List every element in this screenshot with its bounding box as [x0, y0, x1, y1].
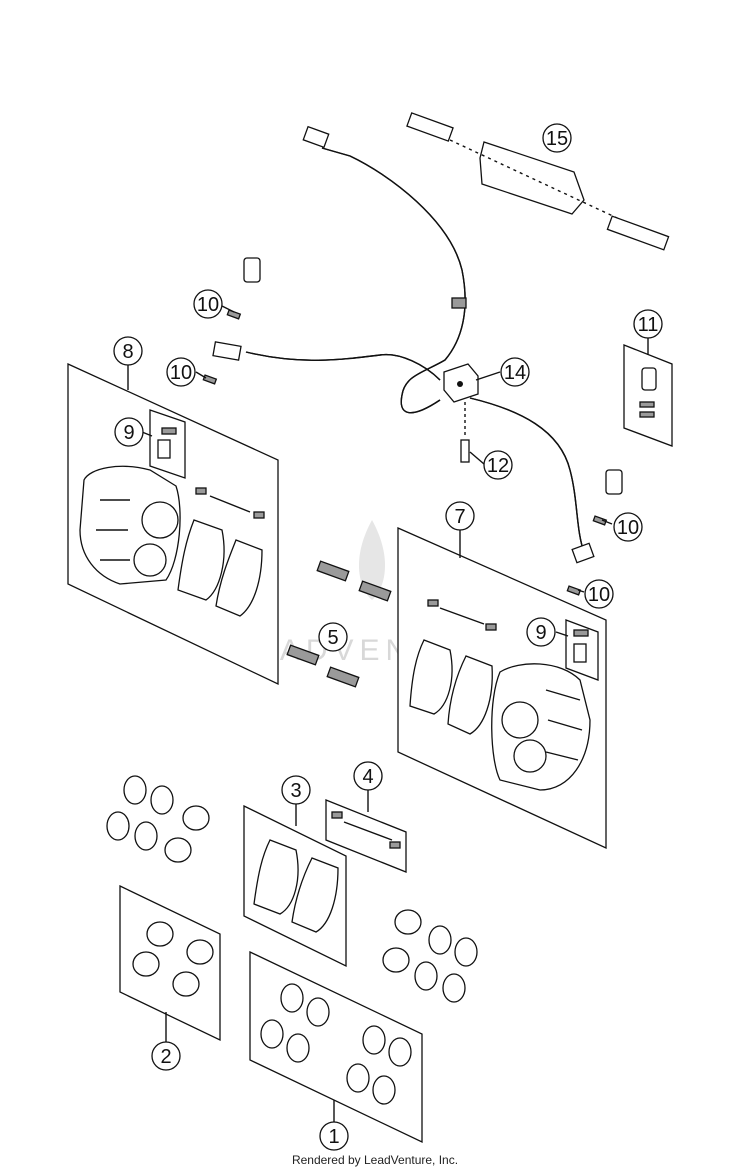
frame-piston-kit-2	[119, 884, 221, 1042]
callout-3-label: 3	[290, 780, 301, 802]
callout-10-b: 10	[166, 357, 196, 387]
callout-2-label: 2	[160, 1046, 171, 1068]
bolt-12	[460, 439, 470, 463]
callout-4: 4	[353, 761, 383, 791]
seal-kit	[260, 983, 412, 1105]
leader-lines	[127, 305, 649, 1122]
callout-7: 7	[445, 501, 475, 531]
callout-9-a: 9	[114, 417, 144, 447]
brake-pad-left-a	[177, 519, 225, 601]
caliper-right	[409, 599, 591, 791]
callout-4-label: 4	[362, 766, 373, 788]
callout-10-d-label: 10	[588, 584, 610, 606]
callout-9-b: 9	[526, 617, 556, 647]
caliper-left	[79, 427, 265, 617]
callout-5-label: 5	[327, 627, 338, 649]
footer-credit: Rendered by LeadVenture, Inc.	[291, 1153, 459, 1167]
mounting-bolts	[286, 560, 392, 688]
callout-5: 5	[318, 622, 348, 652]
pin-kit	[331, 811, 401, 849]
callout-8: 8	[113, 336, 143, 366]
brake-pad-right-a	[409, 639, 453, 715]
hose-fitting-right	[571, 542, 595, 564]
seal-rings-loose	[106, 775, 478, 1003]
piston-kit	[132, 921, 214, 997]
callout-11: 11	[633, 309, 663, 339]
callout-3: 3	[281, 775, 311, 805]
callout-10-d: 10	[584, 579, 614, 609]
callout-11-label: 11	[638, 314, 659, 336]
callout-9-b-label: 9	[535, 622, 546, 644]
callout-10-a-label: 10	[197, 294, 219, 316]
brake-pad-left-b	[215, 539, 263, 617]
callout-12-label: 12	[487, 455, 509, 477]
brake-hose-assembly	[212, 125, 595, 564]
callout-12: 12	[483, 450, 513, 480]
callout-10-c: 10	[613, 512, 643, 542]
callout-8-label: 8	[122, 341, 133, 363]
pad-kit	[253, 839, 339, 933]
callout-15-label: 15	[546, 128, 568, 150]
callout-7-label: 7	[454, 506, 465, 528]
callout-10-a: 10	[193, 289, 223, 319]
callout-9-a-label: 9	[123, 422, 134, 444]
callout-2: 2	[151, 1041, 181, 1071]
bleed-screws	[202, 257, 657, 596]
hose-fitting-left	[212, 341, 242, 361]
callout-10-c-label: 10	[617, 517, 639, 539]
callout-14-label: 14	[504, 362, 526, 384]
frame-pin-kit-4	[325, 799, 407, 873]
callout-14: 14	[500, 357, 530, 387]
hose-fitting-upper	[302, 125, 330, 149]
callout-15: 15	[542, 123, 572, 153]
callout-1: 1	[319, 1121, 349, 1151]
callout-10-b-label: 10	[170, 362, 192, 384]
callout-1-label: 1	[328, 1126, 339, 1148]
brake-pad-right-b	[447, 655, 493, 735]
hose-guard	[406, 112, 670, 251]
frame-hardware-11	[623, 344, 673, 447]
